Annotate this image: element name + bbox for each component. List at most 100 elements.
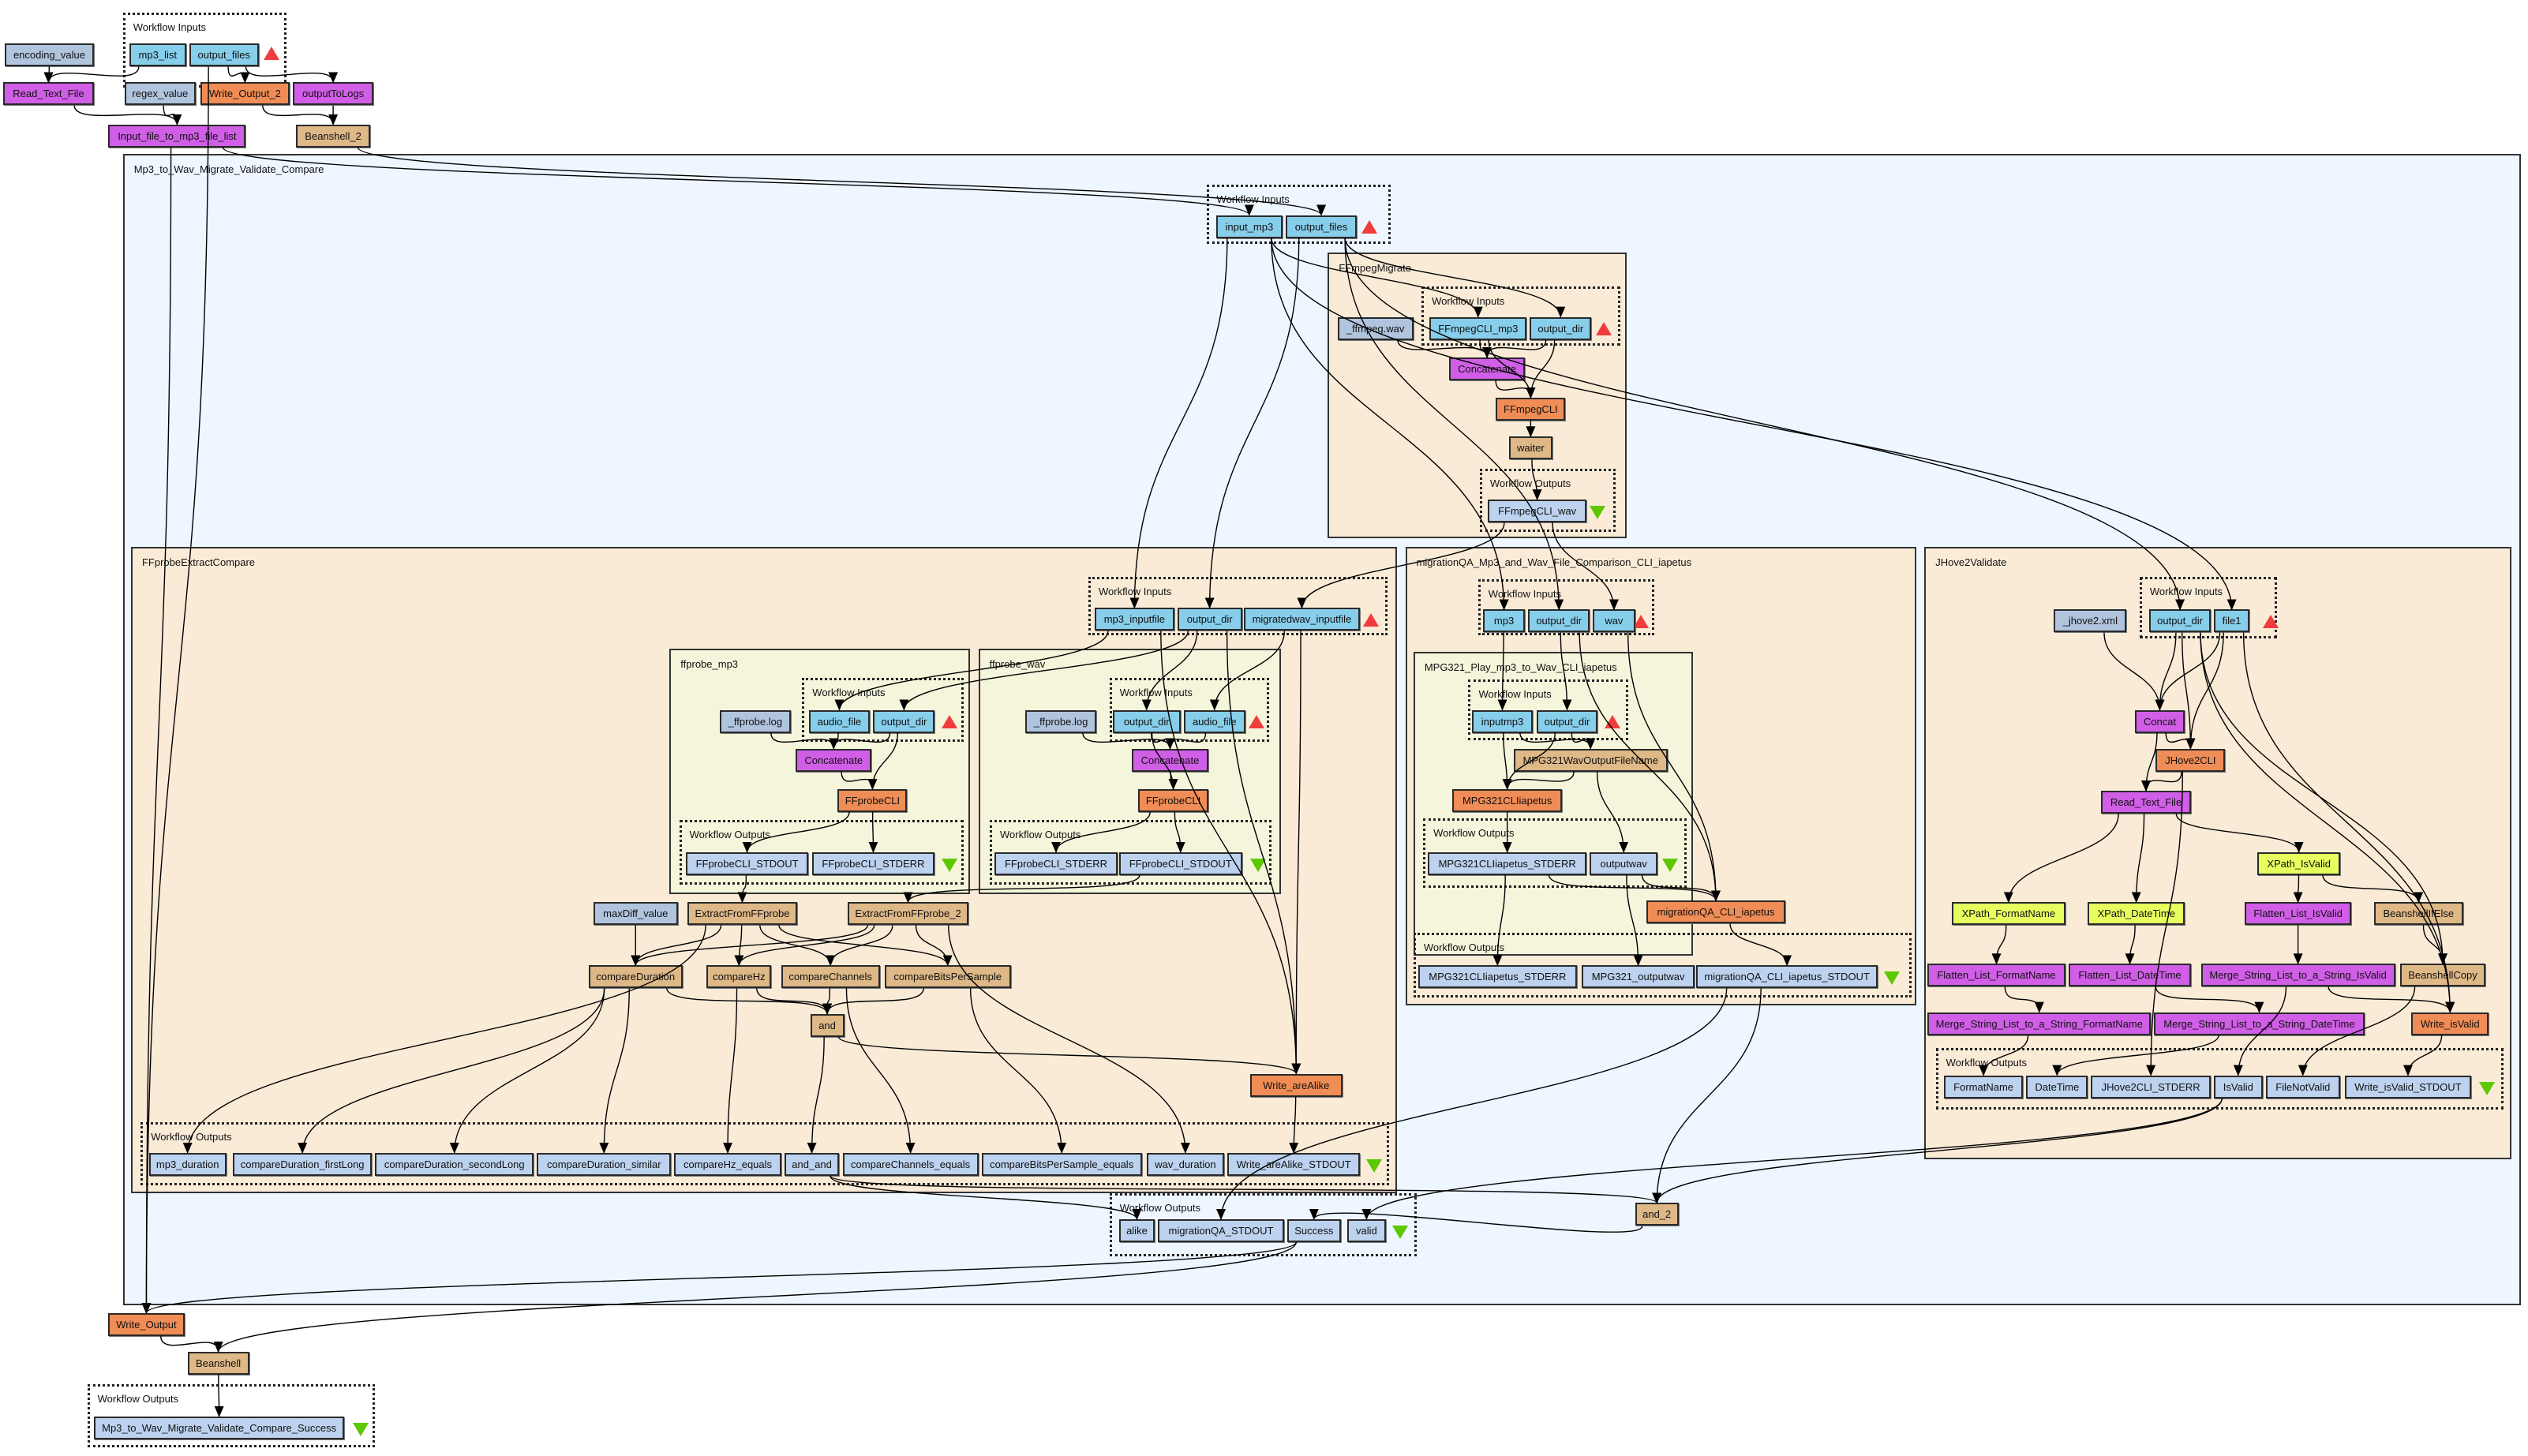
edge-mp3list-to-readtf — [43, 66, 140, 84]
node-ff-waiter[interactable]: waiter — [1508, 436, 1553, 460]
node-j-xpfn[interactable]: XPath_FormatName — [1952, 902, 2065, 926]
edge-cmp-hz-to-o-hz — [723, 988, 738, 1154]
node-j-flfn[interactable]: Flatten_List_FormatName — [1927, 964, 2065, 987]
edge-ff-mp3-to-ff-cli — [1488, 339, 1536, 399]
workflow-outputs-label: Workflow Outputs — [1946, 1056, 2027, 1069]
node-and2[interactable]: and_2 — [1635, 1203, 1679, 1226]
node-regex[interactable]: regex_value — [124, 82, 196, 106]
node-writeout[interactable]: Write_Output — [108, 1312, 185, 1336]
node-mo-wav[interactable]: MPG321_outputwav — [1581, 965, 1695, 989]
node-cmp-hz[interactable]: compareHz — [706, 965, 772, 989]
output-triangle-icon — [1662, 859, 1679, 873]
node-j-fldt[interactable]: Flatten_List_DateTime — [2068, 964, 2192, 987]
node-enc[interactable]: encoding_value — [5, 43, 94, 67]
node-ext2[interactable]: ExtractFromFFprobe_2 — [847, 902, 969, 926]
edge-j-cli-to-j-rtf — [2141, 771, 2182, 792]
workflow-inputs-group: Workflow Inputs — [1477, 578, 1655, 636]
edge-j-file-to-j-cli — [2185, 632, 2224, 750]
node-mp3list[interactable]: mp3_list — [129, 43, 186, 67]
node-mo-stdout[interactable]: migrationQA_CLI_iapetus_STDOUT — [1696, 965, 1878, 989]
output-triangle-icon — [1590, 506, 1606, 520]
workflow-outputs-group: Workflow Outputs — [1423, 818, 1687, 888]
edge-in-mp3-to-mq-mp3 — [1271, 238, 1509, 611]
edge-outfiles-to-otl — [245, 66, 339, 84]
output-triangle-icon — [1249, 859, 1266, 873]
node-otl[interactable]: outputToLogs — [292, 82, 374, 106]
edge-readtf-to-inputfile — [73, 105, 182, 125]
node-inputfile[interactable]: Input_file_to_mp3_file_list — [108, 124, 246, 148]
edge-j-mrfn-to-jo-fn — [1979, 1035, 2029, 1076]
node-j-out[interactable]: output_dir — [2149, 609, 2211, 633]
node-r-alike[interactable]: alike — [1118, 1218, 1155, 1242]
edge-j-rtf-to-j-xpfn — [2003, 813, 2119, 904]
edge-mq-wav-to-mq-cli — [1627, 632, 1721, 902]
nested-workflow-title: MPG321_Play_mp3_to_Wav_CLI_iapetus — [1424, 661, 1617, 673]
node-p2-audio[interactable]: audio_file — [1183, 709, 1245, 733]
edge-p1-cli-to-p1-stdout — [742, 811, 850, 853]
node-cmp-dur[interactable]: compareDuration — [588, 965, 683, 989]
edge-ext2-to-cmp-ch — [826, 925, 893, 967]
edge-ext2-to-cmp-hz — [734, 925, 875, 967]
node-mo-stderr[interactable]: MPG321CLIiapetus_STDERR — [1418, 965, 1577, 989]
edge-cmp-bps-to-and — [822, 988, 924, 1015]
node-j-bcopy[interactable]: BeanshellCopy — [2399, 964, 2486, 987]
node-jo-iv[interactable]: IsValid — [2214, 1075, 2263, 1099]
node-j-xpdt[interactable]: XPath_DateTime — [2088, 902, 2185, 926]
workflow-outputs-label: Workflow Outputs — [689, 828, 770, 840]
node-j-fliv[interactable]: Flatten_List_IsValid — [2245, 902, 2352, 926]
edge-in-out-to-fp-out — [1204, 238, 1300, 609]
node-p1-concat[interactable]: Concatenate — [796, 748, 872, 772]
node-and[interactable]: and — [810, 1013, 845, 1037]
node-mq-out[interactable]: output_dir — [1528, 609, 1590, 633]
node-j-mrfn[interactable]: Merge_String_List_to_a_String_FormatName — [1927, 1012, 2152, 1035]
node-p2-stdout[interactable]: FFprobeCLI_STDOUT — [1118, 852, 1242, 875]
node-p2-concat[interactable]: Concatenate — [1132, 748, 1208, 772]
node-outfiles[interactable]: output_files — [189, 43, 259, 67]
node-j-xml[interactable]: _jhove2.xml — [2054, 609, 2127, 633]
edge-p2-cli-to-p2-stdout — [1174, 811, 1185, 853]
edge-outfiles-to-writeout — [141, 66, 209, 1314]
edge-mo-stdout-to-r-mq — [1216, 988, 1728, 1220]
node-mq-mp3[interactable]: mp3 — [1482, 609, 1526, 633]
node-o-second[interactable]: compareDuration_secondLong — [375, 1152, 534, 1176]
node-fp-wav[interactable]: migratedwav_inputfile — [1243, 608, 1361, 631]
edge-ext2-to-cmp-dur — [631, 925, 868, 967]
edge-j-rtf-to-j-xpdt — [2131, 813, 2145, 904]
node-p2-log[interactable]: _ffprobe.log — [1025, 709, 1097, 733]
edge-mq-mp3-to-m-in — [1497, 632, 1507, 711]
nested-workflow-title: Mp3_to_Wav_Migrate_Validate_Compare — [133, 163, 324, 175]
node-m-stderr[interactable]: MPG321CLIiapetus_STDERR — [1428, 852, 1587, 875]
node-o-similar[interactable]: compareDuration_similar — [537, 1152, 672, 1176]
node-p1-stderr[interactable]: FFprobeCLI_STDERR — [811, 852, 935, 875]
node-m-in[interactable]: inputmp3 — [1471, 709, 1534, 733]
edge-ext1-to-o-mp3dur — [182, 925, 706, 1154]
edge-m-name-to-m-cli — [1502, 771, 1575, 790]
node-cmp-ch[interactable]: compareChannels — [781, 965, 880, 989]
node-m-wav[interactable]: outputwav — [1590, 852, 1658, 875]
node-p1-cli[interactable]: FFprobeCLI — [837, 788, 908, 812]
node-final[interactable]: Mp3_to_Wav_Migrate_Validate_Compare_Succ… — [93, 1416, 345, 1439]
node-maxdiff[interactable]: maxDiff_value — [593, 902, 678, 926]
edge-r-success-to-writeout — [141, 1241, 1297, 1314]
edge-fp-out-to-write-alike — [1226, 631, 1301, 1075]
edge-and-to-write-alike — [837, 1036, 1301, 1075]
node-o-first[interactable]: compareDuration_firstLong — [233, 1152, 373, 1176]
edge-p2-out-to-p2-cli — [1151, 732, 1178, 790]
node-fp-out[interactable]: output_dir — [1177, 608, 1242, 631]
node-j-mrdt[interactable]: Merge_String_List_to_a_String_DateTime — [2154, 1012, 2365, 1035]
edge-in-out-to-j-out — [1344, 238, 2185, 611]
node-jo-dt[interactable]: DateTime — [2026, 1075, 2088, 1099]
node-p2-stderr[interactable]: FFprobeCLI_STDERR — [994, 852, 1118, 875]
node-j-wiv[interactable]: Write_isValid — [2411, 1012, 2489, 1035]
node-jo-wso[interactable]: Write_isValid_STDOUT — [2345, 1075, 2471, 1099]
edge-j-file-to-j-concat — [2155, 632, 2221, 711]
node-in-mp3[interactable]: input_mp3 — [1215, 215, 1283, 238]
node-j-mriv[interactable]: Merge_String_List_to_a_String_IsValid — [2200, 964, 2395, 987]
workflow-outputs-label: Workflow Outputs — [999, 828, 1081, 840]
node-cmp-bps[interactable]: compareBitsPerSample — [884, 965, 1011, 989]
node-p1-log[interactable]: _ffprobe.log — [719, 709, 791, 733]
edge-o-andand-to-r-alike — [830, 1175, 1142, 1220]
edge-p1-out-to-p1-cli — [867, 732, 899, 790]
edge-in-mp3-to-ff-mp3 — [1271, 238, 1483, 318]
edge-p1-out-to-p1-concat — [829, 732, 891, 750]
